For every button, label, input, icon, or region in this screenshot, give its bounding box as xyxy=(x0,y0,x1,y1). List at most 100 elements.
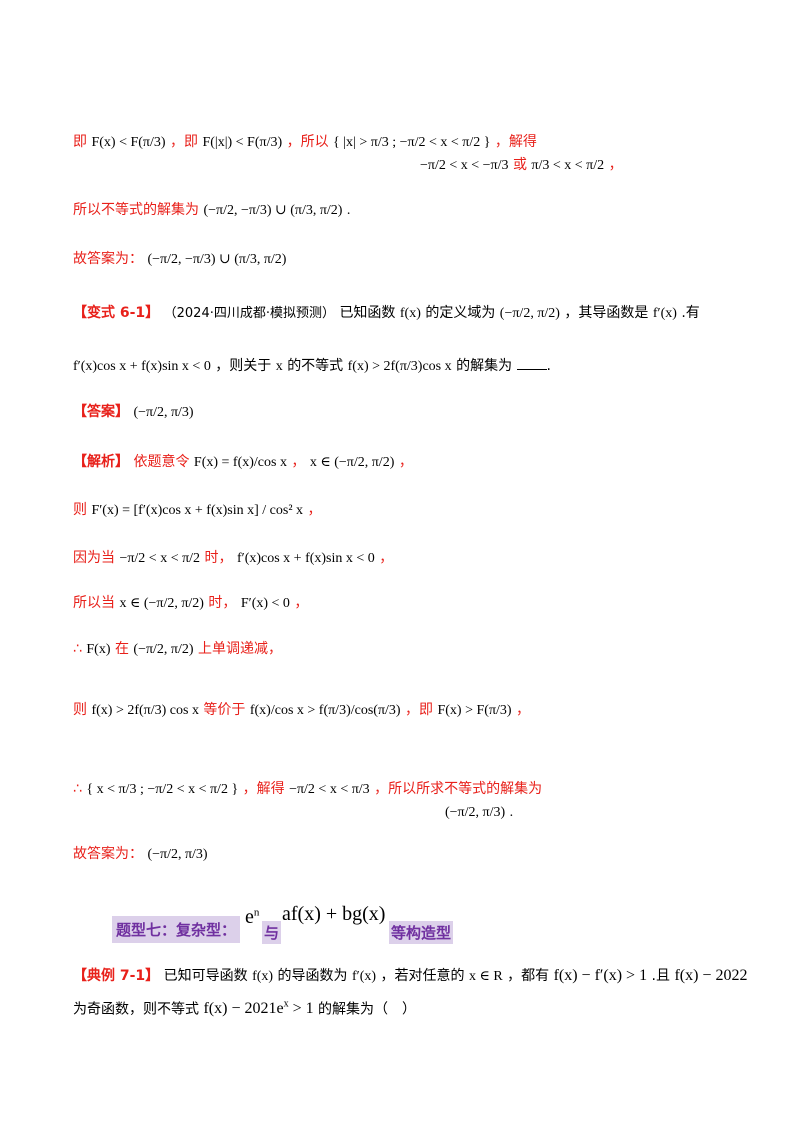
text: ，即 xyxy=(405,702,434,718)
text: ， xyxy=(608,157,623,173)
text: .且 xyxy=(651,968,670,984)
text: ，解得 xyxy=(242,781,285,797)
analysis-line-7: ∴ { x < π/3 ; −π/2 < x < π/2 } ，解得 −π/2 … xyxy=(73,782,542,797)
text: 在 xyxy=(114,641,129,657)
math: F(x) > F(π/3) xyxy=(437,703,512,718)
text: 的导函数为 xyxy=(277,968,348,984)
text: ，则关于 xyxy=(215,358,272,374)
example-7-1-line-2: 为奇函数，则不等式 f(x) − 2021ex > 1 的解集为（ ） xyxy=(73,1000,416,1017)
text: 故答案为： xyxy=(73,251,143,267)
analysis-line-7-cont: (−π/2, π/3) . xyxy=(445,805,513,820)
math: . xyxy=(346,203,351,218)
text: ∴ xyxy=(73,781,82,797)
math: F′(x) = [f′(x)cos x + f(x)sin x] / cos² … xyxy=(91,503,304,518)
math: f(x) − 2021ex > 1 xyxy=(203,1000,313,1017)
math-part: f(x) − 2021e xyxy=(203,1000,284,1018)
section-heading-7: 题型七：复杂型： xyxy=(112,916,241,943)
variant-6-1-line-2: f′(x)cos x + f(x)sin x < 0 ，则关于 x 的不等式 f… xyxy=(73,357,551,374)
math: (−π/2, π/2) xyxy=(499,306,560,321)
text: 则 xyxy=(73,702,87,718)
text: 因为当 xyxy=(73,550,115,566)
math: F(|x|) < F(π/3) xyxy=(202,135,283,150)
text: 已知可导函数 xyxy=(163,968,248,984)
text: 已知函数 xyxy=(339,305,396,321)
analysis-line-3: 因为当 −π/2 < x < π/2 时， f′(x)cos x + f(x)s… xyxy=(73,551,393,566)
math: F(x) xyxy=(86,642,111,657)
math: f(x) > 2f(π/3) cos x xyxy=(91,703,199,718)
math: f(x) − f′(x) > 1 xyxy=(553,967,648,984)
math: f(x) xyxy=(252,969,274,984)
text: . xyxy=(546,358,551,374)
text: ，其导函数是 xyxy=(564,305,649,321)
text: 等价于 xyxy=(203,702,246,718)
solution-line-1-cont: −π/2 < x < −π/3 或 π/3 < x < π/2 ， xyxy=(420,158,623,173)
text: 的解集为（ ） xyxy=(318,1001,417,1018)
math-system: { x < π/3 ; −π/2 < x < π/2 } xyxy=(86,782,239,797)
text: ， xyxy=(379,550,394,566)
math: f(x) − 2022 xyxy=(674,967,748,984)
answer-blank xyxy=(516,357,547,370)
text: 的不等式 xyxy=(287,358,344,374)
text: 则 xyxy=(73,502,87,518)
text: ∴ xyxy=(73,641,82,657)
math: f′(x) xyxy=(351,969,377,984)
text: ， xyxy=(294,595,309,611)
heading-text-and: 与 xyxy=(262,921,282,944)
answer-tag: 【答案】 xyxy=(73,404,129,420)
analysis-line-6: 则 f(x) > 2f(π/3) cos x 等价于 f(x)/cos x > … xyxy=(73,703,530,718)
text: ，所以所求不等式的解集为 xyxy=(374,781,543,797)
math: f(x) > 2f(π/3)cos x xyxy=(347,359,452,374)
math: F(x) = f(x)/cos x xyxy=(193,455,287,470)
analysis-line-2: 则 F′(x) = [f′(x)cos x + f(x)sin x] / cos… xyxy=(73,503,321,518)
math: x xyxy=(275,359,283,374)
math: (−π/2, −π/3) ∪ (π/3, π/2) xyxy=(203,203,343,218)
text: ，都有 xyxy=(507,968,550,984)
text: ，解得 xyxy=(494,134,537,150)
math: f′(x)cos x + f(x)sin x < 0 xyxy=(73,359,211,374)
analysis-line-4: 所以当 x ∈ (−π/2, π/2) 时， F′(x) < 0 ， xyxy=(73,596,308,611)
text: 时， xyxy=(208,595,237,611)
math-part: > 1 xyxy=(288,1000,314,1018)
text: 上单调递减， xyxy=(198,641,282,657)
text: 故答案为： xyxy=(73,846,143,862)
math: . xyxy=(509,805,514,820)
math: f′(x) xyxy=(652,306,677,321)
math: (−π/2, −π/3) ∪ (π/3, π/2) xyxy=(147,252,287,267)
analysis-line-1: 【解析】 依题意令 F(x) = f(x)/cos x ， x ∈ (−π/2,… xyxy=(73,455,413,470)
text: 的解集为 xyxy=(456,358,513,374)
example-tag: 【典例 7-1】 xyxy=(73,968,160,984)
text: ，所以 xyxy=(286,134,329,150)
math: π/3 < x < π/2 xyxy=(531,158,605,173)
text: ， xyxy=(398,454,413,470)
text: 即 xyxy=(73,134,87,150)
text: 或 xyxy=(512,157,527,173)
math: (−π/2, π/3) xyxy=(445,805,506,820)
text: 依题意令 xyxy=(133,454,190,470)
variant-6-1-line-1: 【变式 6-1】 （2024·四川成都·模拟预测） 已知函数 f(x) 的定义域… xyxy=(73,306,700,321)
math-base: e xyxy=(245,906,254,928)
text: ， xyxy=(516,702,531,718)
math-exponent: n xyxy=(253,906,260,919)
text: 时， xyxy=(204,550,233,566)
solution-line-2: 所以不等式的解集为 (−π/2, −π/3) ∪ (π/3, π/2) . xyxy=(73,203,350,218)
variant-tag: 【变式 6-1】 xyxy=(73,305,160,321)
text: ，若对任意的 xyxy=(380,968,465,984)
heading-math-af-bg: af(x) + bg(x) xyxy=(282,903,386,925)
math: −π/2 < x < π/3 xyxy=(289,782,370,797)
text: ，即 xyxy=(169,134,198,150)
math: (−π/2, π/2) xyxy=(133,642,194,657)
answer-row: 【答案】 (−π/2, π/3) xyxy=(73,405,194,420)
answer-line: 故答案为： (−π/2, −π/3) ∪ (π/3, π/2) xyxy=(73,252,286,267)
math: −π/2 < x < −π/3 xyxy=(420,158,509,173)
analysis-answer-line: 故答案为： (−π/2, π/3) xyxy=(73,847,208,862)
text: ， xyxy=(307,502,322,518)
math: f′(x)cos x + f(x)sin x < 0 xyxy=(236,551,375,566)
math: x ∈ (−π/2, π/2) xyxy=(119,596,204,611)
math: F(x) < F(π/3) xyxy=(91,135,166,150)
math: −π/2 < x < π/2 xyxy=(119,551,201,566)
text: .有 xyxy=(681,305,700,321)
math: x ∈ R xyxy=(468,969,503,984)
text: 所以当 xyxy=(73,595,115,611)
math-exponent: x xyxy=(283,999,289,1010)
